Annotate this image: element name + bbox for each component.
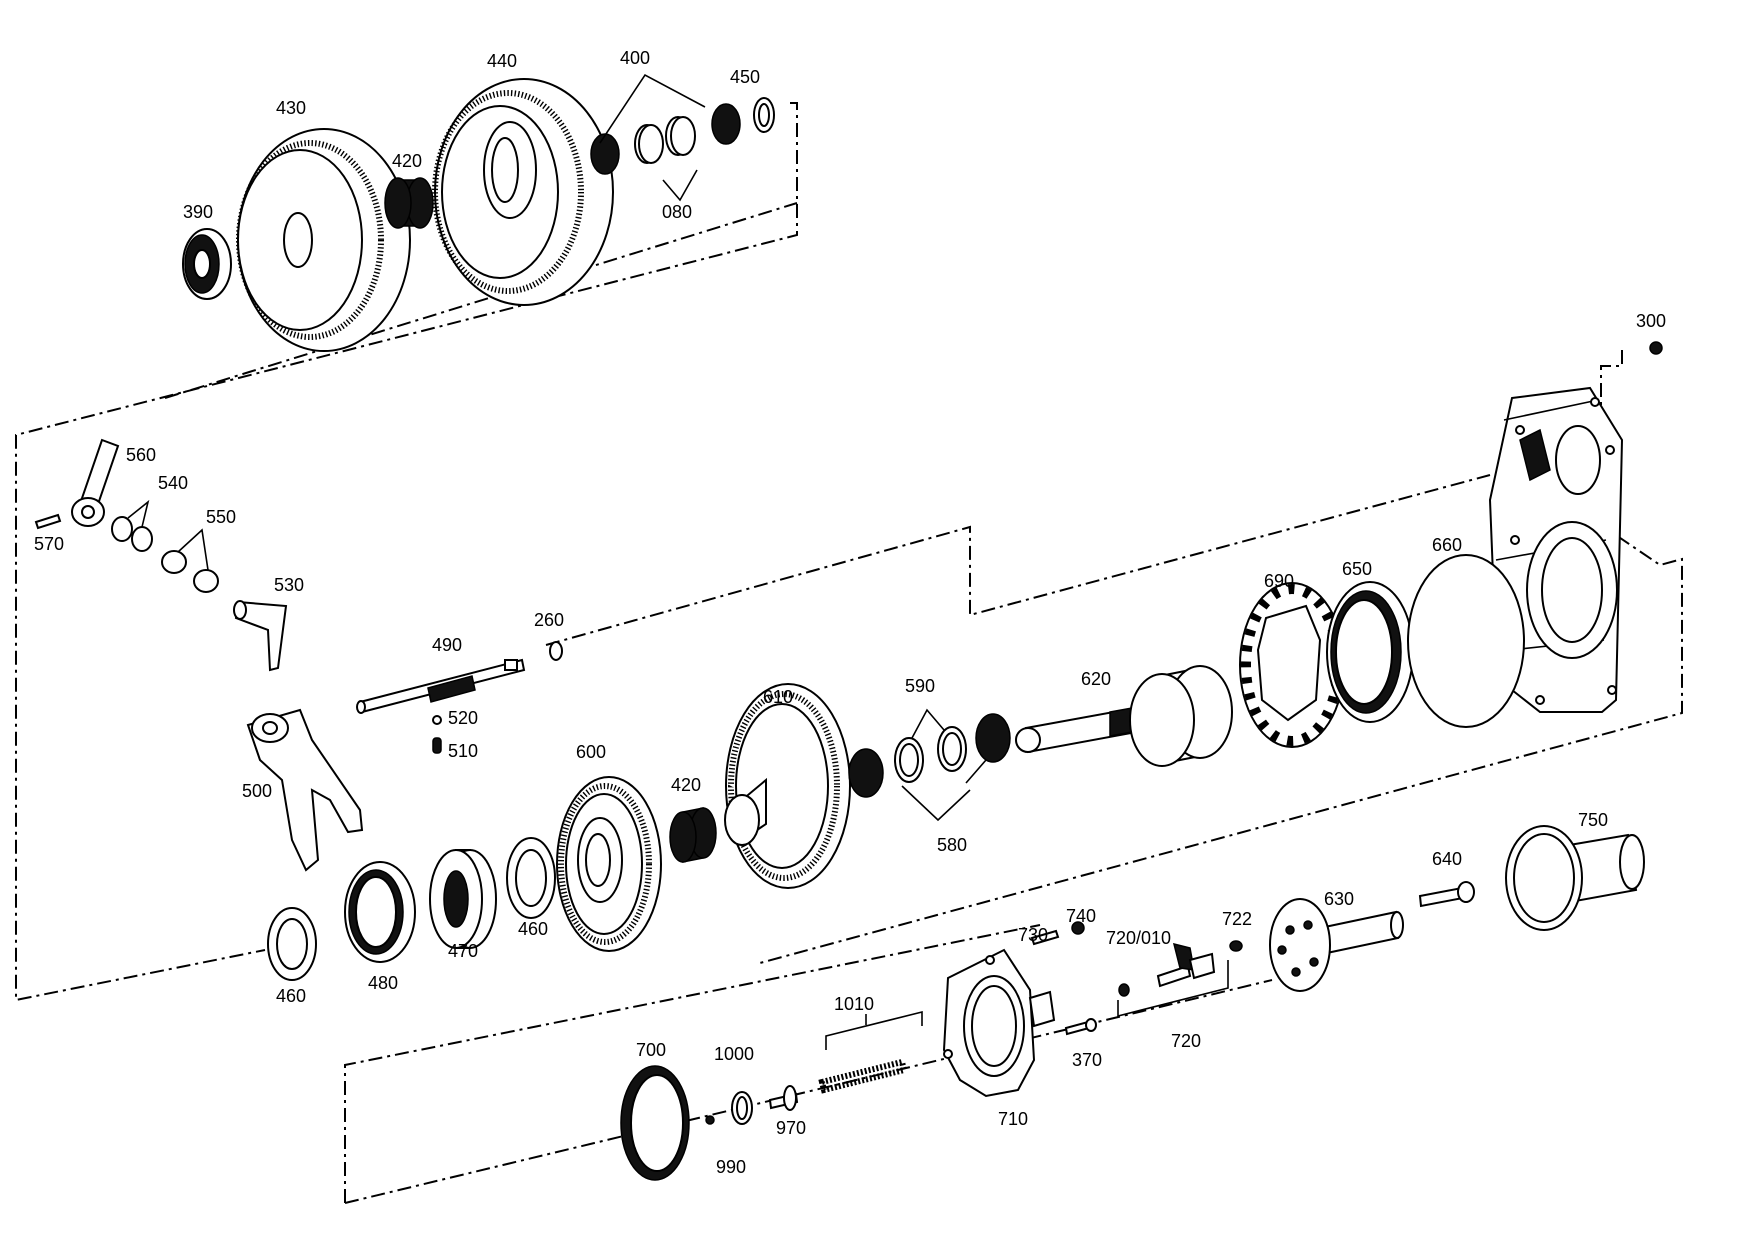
part-260-ring <box>549 641 563 661</box>
part-550-bushings <box>161 528 219 593</box>
part-600-gear <box>556 776 662 952</box>
part-1000-ring <box>731 1091 753 1125</box>
label-430: 430 <box>276 98 306 118</box>
part-580-590-rings <box>848 708 1011 822</box>
label-690: 690 <box>1264 571 1294 591</box>
label-370: 370 <box>1072 1050 1102 1070</box>
label-420-lower: 420 <box>671 775 701 795</box>
part-470-sleeve <box>429 849 497 949</box>
label-660: 660 <box>1432 535 1462 555</box>
label-480: 480 <box>368 973 398 993</box>
part-1010-spring <box>818 1010 923 1094</box>
label-1000: 1000 <box>714 1044 754 1064</box>
part-460-ring-left <box>267 907 317 981</box>
label-390: 390 <box>183 202 213 222</box>
label-530: 530 <box>274 575 304 595</box>
part-490-shift-rail <box>356 658 526 714</box>
label-460-right: 460 <box>518 919 548 939</box>
label-080: 080 <box>662 202 692 222</box>
part-650-seal <box>1326 581 1414 723</box>
assembly-axis-lines <box>15 102 1683 1204</box>
part-480-synchronizer <box>344 861 416 963</box>
part-440-gear <box>432 78 614 306</box>
label-460-left: 460 <box>276 986 306 1006</box>
part-390-bearing <box>182 228 232 300</box>
label-560: 560 <box>126 445 156 465</box>
part-620-shaft <box>1015 665 1233 767</box>
label-710: 710 <box>998 1109 1028 1129</box>
label-610: 610 <box>763 687 793 707</box>
part-970-valve <box>768 1085 799 1111</box>
label-970: 970 <box>776 1118 806 1138</box>
label-470: 470 <box>448 941 478 961</box>
label-400: 400 <box>620 48 650 68</box>
label-490: 490 <box>432 635 462 655</box>
label-260: 260 <box>534 610 564 630</box>
part-630-flange-shaft <box>1269 898 1404 992</box>
label-300: 300 <box>1636 311 1666 331</box>
part-722-plug <box>1229 940 1243 952</box>
part-710-bearing-cover <box>942 948 1056 1098</box>
label-720-010: 720/010 <box>1106 928 1171 948</box>
label-540: 540 <box>158 473 188 493</box>
part-080-snap-rings <box>634 116 696 164</box>
part-400-rings <box>590 103 741 175</box>
label-730: 730 <box>1018 925 1048 945</box>
part-450-ring <box>753 97 775 133</box>
label-510: 510 <box>448 741 478 761</box>
label-520: 520 <box>448 708 478 728</box>
part-990-ball <box>705 1115 715 1125</box>
label-750: 750 <box>1578 810 1608 830</box>
label-650: 650 <box>1342 559 1372 579</box>
part-610-gear <box>724 683 851 889</box>
part-530-shift-shaft <box>233 600 288 672</box>
part-660-o-ring <box>1407 554 1525 728</box>
label-620: 620 <box>1081 669 1111 689</box>
part-500-shift-fork <box>246 708 364 872</box>
part-740-nut <box>1071 921 1085 935</box>
part-430-gear <box>236 128 411 352</box>
part-460-ring-right <box>506 837 556 919</box>
part-700-seal <box>620 1065 690 1181</box>
part-730-stud <box>1030 929 1060 946</box>
part-420-bearing-upper <box>384 177 434 229</box>
label-440: 440 <box>487 51 517 71</box>
part-540-washers <box>111 499 153 552</box>
part-number-labels: 390 430 420 440 400 450 080 300 560 540 … <box>34 48 1666 1177</box>
part-720-sensor-group <box>1117 942 1229 1018</box>
label-1010: 1010 <box>834 994 874 1014</box>
part-560-lever <box>71 438 120 527</box>
part-420-bearing-lower <box>669 807 717 863</box>
part-570-pin <box>34 513 62 530</box>
part-520-ball <box>432 715 442 725</box>
part-750-cover <box>1505 825 1645 931</box>
label-580: 580 <box>937 835 967 855</box>
part-510-spring <box>432 737 442 754</box>
label-500: 500 <box>242 781 272 801</box>
label-420-upper: 420 <box>392 151 422 171</box>
leader-lines-upper <box>599 73 706 202</box>
label-550: 550 <box>206 507 236 527</box>
part-640-bolt <box>1418 881 1475 908</box>
label-990: 990 <box>716 1157 746 1177</box>
label-722: 722 <box>1222 909 1252 929</box>
label-450: 450 <box>730 67 760 87</box>
label-600: 600 <box>576 742 606 762</box>
label-570: 570 <box>34 534 64 554</box>
label-590: 590 <box>905 676 935 696</box>
label-640: 640 <box>1432 849 1462 869</box>
label-630: 630 <box>1324 889 1354 909</box>
label-740: 740 <box>1066 906 1096 926</box>
label-720: 720 <box>1171 1031 1201 1051</box>
part-370-screw <box>1064 1018 1097 1036</box>
label-700: 700 <box>636 1040 666 1060</box>
